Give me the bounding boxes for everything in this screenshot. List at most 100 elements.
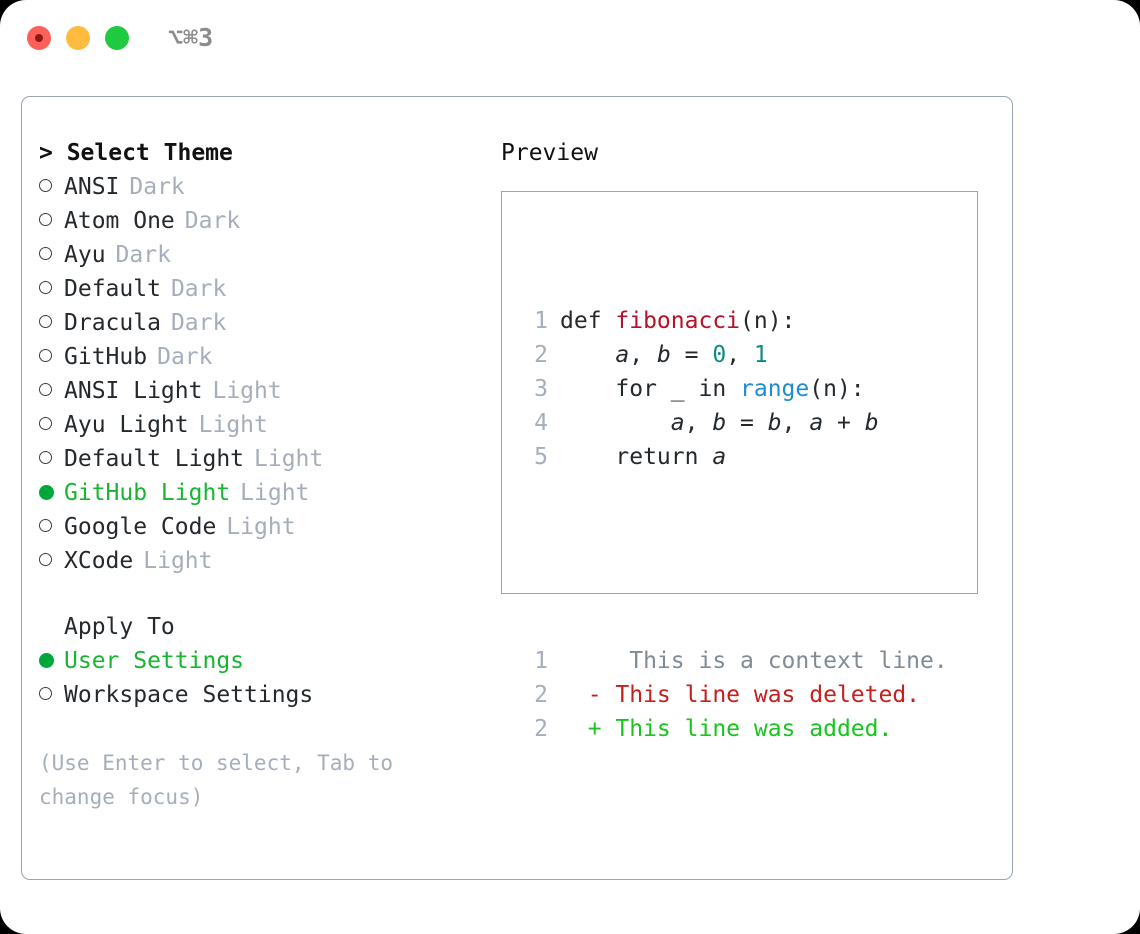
code-token-plain: def: [560, 308, 616, 334]
code-token-num: 1: [753, 342, 768, 368]
maximize-button[interactable]: [105, 26, 129, 50]
theme-option-label: ANSI Light: [64, 378, 203, 404]
diff-line: 2 + This line was added.: [522, 712, 948, 746]
code-token-plain: return: [560, 444, 713, 470]
code-diff-gap: [522, 542, 948, 576]
apply-to-option-label: Workspace Settings: [64, 682, 314, 708]
preview-header: Preview: [501, 140, 598, 166]
section-gap: [39, 578, 489, 610]
code-token-num: 0: [712, 342, 727, 368]
theme-variant-tag: Dark: [115, 242, 171, 268]
hollow-circle-icon: [39, 687, 52, 700]
theme-variant-tag: Dark: [184, 208, 241, 234]
diff-text: This is a context line.: [601, 648, 948, 674]
code-token-var: a: [809, 410, 824, 436]
hollow-circle-icon: [39, 349, 52, 362]
theme-variant-tag: Dark: [157, 344, 213, 370]
code-token-plain: =: [726, 410, 768, 436]
theme-variant-tag: Light: [143, 548, 213, 574]
code-line: 5 return a: [522, 440, 948, 474]
theme-option-6[interactable]: ANSI Light Light: [39, 374, 489, 408]
hollow-circle-icon: [39, 247, 52, 260]
code-token-var: b: [767, 410, 782, 436]
filled-circle-icon: [39, 653, 54, 668]
theme-option-label: XCode: [64, 548, 134, 574]
hollow-circle-icon: [39, 451, 52, 464]
minimize-button[interactable]: [66, 26, 90, 50]
code-token-var: b: [712, 410, 727, 436]
diff-text: This line was added.: [601, 716, 893, 742]
code-line: 4 a, b = b, a + b: [522, 406, 948, 440]
code-line: 3 for _ in range(n):: [522, 372, 948, 406]
diff-marker: +: [560, 716, 602, 742]
theme-variant-tag: Light: [254, 446, 324, 472]
code-token-plain: [560, 406, 671, 440]
diff-marker: -: [560, 682, 602, 708]
hollow-circle-icon: [39, 213, 52, 226]
theme-variant-tag: Light: [212, 378, 282, 404]
line-number: 2: [534, 682, 548, 708]
filled-circle-icon: [39, 485, 54, 500]
apply-to-header: Apply To: [64, 614, 175, 640]
theme-option-label: Ayu Light: [64, 412, 189, 438]
line-number: 1: [534, 308, 548, 334]
theme-option-3[interactable]: Default Dark: [39, 272, 489, 306]
theme-variant-tag: Dark: [129, 174, 185, 200]
apply-to-option-0[interactable]: User Settings: [39, 644, 489, 678]
hollow-circle-icon: [39, 315, 52, 328]
line-number: 2: [534, 342, 548, 368]
code-token-plain: ,: [781, 410, 810, 436]
code-token-plain: (n):: [740, 308, 796, 334]
apply-to-option-label: User Settings: [64, 648, 245, 674]
theme-option-7[interactable]: Ayu Light Light: [39, 408, 489, 442]
theme-option-label: Dracula: [64, 310, 161, 336]
line-number: 1: [534, 648, 548, 674]
keyboard-hint-text: (Use Enter to select, Tab to change focu…: [39, 751, 406, 809]
hollow-circle-icon: [39, 553, 52, 566]
theme-variant-tag: Light: [198, 412, 268, 438]
theme-variant-tag: Dark: [170, 276, 227, 302]
code-token-plain: (n):: [809, 376, 865, 402]
window-controls: [27, 26, 129, 50]
code-token-plain: for _ in: [560, 376, 741, 402]
close-button[interactable]: [27, 26, 51, 50]
theme-option-11[interactable]: XCode Light: [39, 544, 489, 578]
code-token-builtin: range: [740, 376, 810, 402]
line-number: 5: [534, 444, 548, 470]
line-number: 2: [534, 716, 548, 742]
theme-option-label: Atom One: [64, 208, 175, 234]
hollow-circle-icon: [39, 281, 52, 294]
code-token-var: a: [615, 342, 630, 368]
theme-option-label: GitHub Light: [64, 480, 231, 506]
hollow-circle-icon: [39, 383, 52, 396]
diff-line: 1 This is a context line.: [522, 644, 948, 678]
theme-option-label: Default: [64, 276, 161, 302]
titlebar: ⌥⌘3: [0, 0, 1140, 76]
code-token-plain: ,: [629, 342, 657, 368]
hollow-circle-icon: [39, 417, 52, 430]
code-token-plain: [560, 338, 615, 372]
apply-to-option-1[interactable]: Workspace Settings: [39, 678, 489, 712]
line-number: 4: [534, 410, 548, 436]
code-token-plain: ,: [684, 410, 713, 436]
theme-option-label: Google Code: [64, 514, 217, 540]
theme-option-1[interactable]: Atom One Dark: [39, 204, 489, 238]
hollow-circle-icon: [39, 179, 52, 192]
code-token-var: b: [656, 342, 671, 368]
code-token-var: a: [670, 410, 685, 436]
code-token-plain: ,: [726, 342, 754, 368]
line-number: 3: [534, 376, 548, 402]
code-token-var: a: [712, 444, 727, 470]
